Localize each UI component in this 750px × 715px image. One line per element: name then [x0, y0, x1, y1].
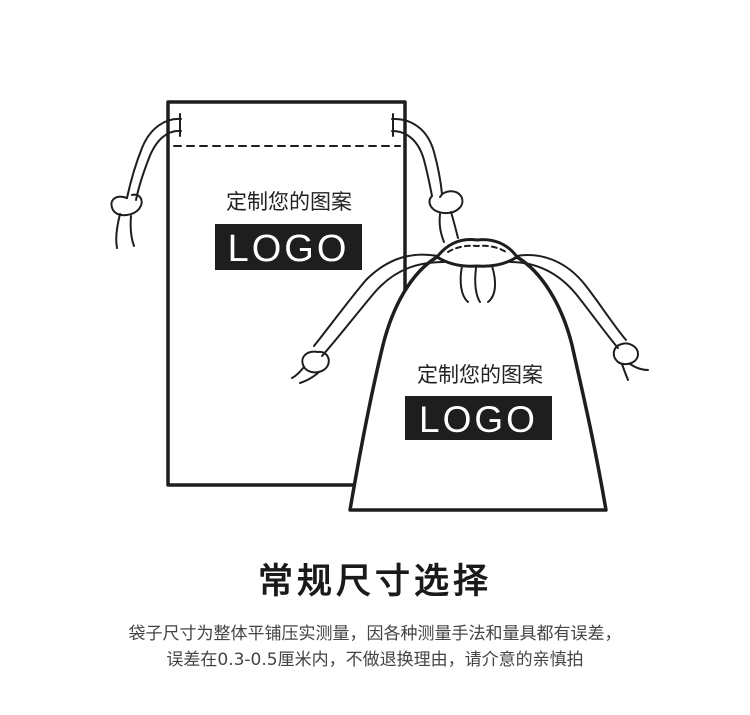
gathered-bag-right-string: [515, 254, 627, 341]
flat-bag-left-knot: [110, 193, 143, 217]
gathered-bag-top: [435, 238, 519, 268]
gathered-bag-fold: [474, 267, 481, 303]
gathered-bag-left-string: [313, 253, 439, 347]
flat-bag-left-string: [135, 129, 182, 201]
gathered-bag-left-knot: [301, 350, 330, 374]
gathered-bag-logo-text: LOGO: [419, 399, 538, 440]
drawstring-bag-illustration: 定制您的图案 LOGO 定制您的图案 LOGO: [110, 100, 649, 512]
gathered-bag-logo-box: [405, 396, 552, 440]
gathered-bag-custom-label: 定制您的图案: [417, 363, 543, 387]
gathered-bag-left-tail: [291, 366, 319, 384]
gathered-bag-right-tail: [621, 363, 649, 381]
gathered-bag-right-string: [509, 261, 619, 349]
flat-bag-logo-text: LOGO: [228, 228, 350, 270]
gathered-drawstring-bag: [291, 238, 649, 512]
flat-bag-right-knot: [428, 190, 464, 215]
size-disclaimer-line-1: 袋子尺寸为整体平铺压实测量，因各种测量手法和量具都有误差，: [128, 624, 622, 644]
flat-bag-right-tail: [438, 211, 459, 243]
size-section-title: 常规尺寸选择: [257, 562, 492, 602]
flat-bag-logo-box: [215, 224, 362, 270]
gathered-bag-right-knot: [612, 342, 639, 366]
flat-bag-left-string: [126, 117, 182, 199]
flat-drawstring-bag: [110, 100, 464, 487]
flat-bag-custom-label: 定制您的图案: [226, 190, 352, 214]
flat-bag-left-tail: [115, 213, 135, 249]
size-disclaimer-line-2: 误差在0.3-0.5厘米内，不做退换理由，请介意的亲慎拍: [166, 650, 584, 670]
flat-bag-right-string: [391, 117, 443, 195]
gathered-bag-fold: [459, 265, 497, 303]
size-disclaimer: 袋子尺寸为整体平铺压实测量，因各种测量手法和量具都有误差， 误差在0.3-0.5…: [0, 621, 750, 673]
flat-bag-right-string: [391, 130, 433, 197]
gathered-bag-left-string: [321, 261, 445, 357]
gathered-bag-ruffle: [447, 244, 507, 253]
